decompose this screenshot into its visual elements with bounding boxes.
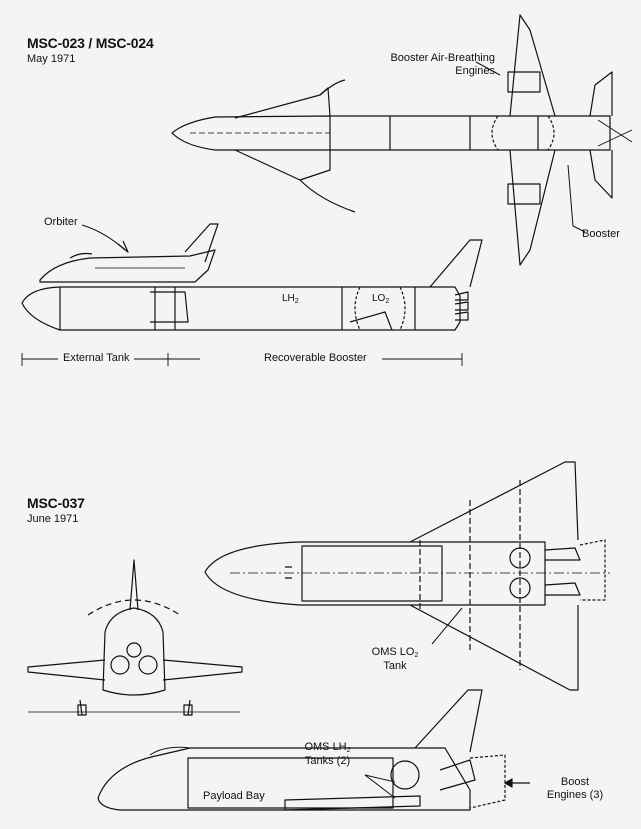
lo2-main: LO	[372, 293, 386, 304]
booster-engines-label: Booster Air-Breathing Engines	[330, 52, 495, 77]
oms-lh2-label: OMS LH2 Tanks (2)	[290, 741, 365, 768]
booster-engines-line1: Booster Air-Breathing	[390, 52, 495, 64]
dimension-line	[21, 353, 463, 366]
boost-engines-line2: Engines (3)	[546, 788, 604, 801]
section2-title: MSC-037	[27, 495, 85, 511]
oms-lo2-label: OMS LO2 Tank	[360, 646, 430, 673]
section1-date: May 1971	[27, 53, 76, 65]
booster-label: Booster	[582, 228, 620, 240]
payload-bay-label: Payload Bay	[203, 790, 265, 802]
oms-lh2-line2: Tanks (2)	[304, 755, 351, 768]
recoverable-booster-label: Recoverable Booster	[264, 352, 367, 364]
oms-lo2-sub: 2	[414, 652, 419, 659]
orbiter-label: Orbiter	[44, 216, 78, 228]
oms-lo2-main: OMS LO	[371, 646, 415, 658]
lo2-sub: 2	[385, 298, 390, 305]
lo2-label: LO2	[372, 293, 389, 306]
oms-lh2-sub: 2	[346, 747, 351, 754]
boost-engines-label: Boost Engines (3)	[535, 776, 615, 801]
lh2-label: LH2	[282, 293, 299, 306]
booster-engines-line2: Engines	[455, 64, 495, 77]
boost-engines-line1: Boost	[560, 776, 590, 788]
section1-title: MSC-023 / MSC-024	[27, 35, 154, 51]
msc037-top-view	[204, 461, 610, 691]
msc023-side-view	[21, 223, 483, 331]
lh2-sub: 2	[294, 298, 299, 305]
lh2-main: LH	[282, 293, 295, 304]
msc037-front-view	[27, 559, 243, 716]
msc023-top-view	[171, 14, 633, 266]
oms-lo2-line2: Tank	[383, 660, 407, 673]
oms-lh2-main: OMS LH	[304, 741, 347, 753]
external-tank-label: External Tank	[63, 352, 130, 364]
section2-date: June 1971	[27, 513, 79, 525]
msc037-side-view	[97, 689, 530, 811]
